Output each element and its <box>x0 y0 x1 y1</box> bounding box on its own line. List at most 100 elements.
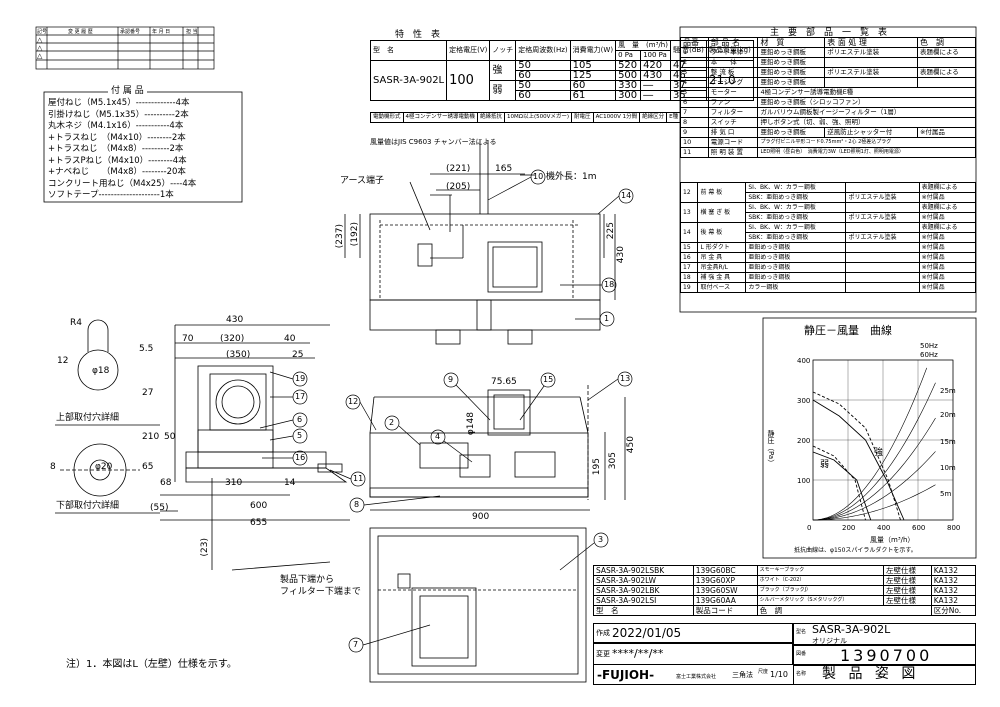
dim-5-5: 5.5 <box>139 344 154 354</box>
variant-class: KA132 <box>930 585 977 596</box>
legend-50hz: 50Hz <box>920 342 938 350</box>
dim-430: 430 <box>226 315 244 325</box>
part-name: 取付ベース <box>697 282 747 293</box>
tb-doc-label: 名称 <box>796 671 807 677</box>
tb-change-date: ****/**/** <box>612 647 664 660</box>
part-color: 表題欄による <box>916 67 977 78</box>
part-color: ※付属品 <box>918 252 977 263</box>
spec-h-power: 消費電力(W) <box>569 40 617 61</box>
part-name: 横 塞 ぎ 板 <box>697 202 747 223</box>
curve-note: 抵抗曲線は、φ150スパイラルダクトを示す。 <box>794 547 917 554</box>
detail-lower <box>55 443 160 514</box>
part-no: 13 <box>679 202 699 223</box>
spec-cell: 420 <box>640 60 671 71</box>
spec-h-0pa: 0 Pa <box>615 50 642 61</box>
spec-title: 特 性 表 <box>395 30 441 40</box>
spec-cell: 330 <box>615 80 642 91</box>
dim-40: 40 <box>284 334 296 344</box>
part-no: 15 <box>679 242 699 253</box>
parts-h1: 部 品 名 <box>707 37 759 48</box>
accessory-item: +トラスねじ （M4x10）--------2本 <box>48 132 186 143</box>
tb-scale-label: 尺度 <box>758 669 769 675</box>
part-no: 1 <box>680 47 709 58</box>
variant-model: SASR-3A-902LSBK <box>593 565 694 576</box>
part-material: SI、BK、W：カラー鋼板 <box>745 182 847 193</box>
dim-237: (237) <box>335 224 345 249</box>
part-material: SBK：亜鉛めっき鋼板 <box>745 212 847 223</box>
balloon-4: 4 <box>435 432 441 441</box>
earth-terminal-label: アース端子 <box>340 176 385 186</box>
duct-15m: 15m <box>940 438 956 446</box>
part-finish: ポリエステル塗装 <box>845 192 920 203</box>
part-finish: ポリエステル塗装 <box>824 47 918 58</box>
balloon-1: 1 <box>604 314 610 323</box>
dim-12: 12 <box>57 356 69 366</box>
tb-model-cell <box>793 623 976 645</box>
spec-h-notch: ノッチ <box>489 40 517 61</box>
part-name: 本 体 <box>707 57 759 68</box>
dim-phi18: φ18 <box>92 366 110 376</box>
top-view <box>344 140 616 345</box>
part-color: ※付属品 <box>916 127 977 138</box>
part-material: 亜鉛めっき鋼板 <box>745 242 847 253</box>
tb-number-label: 図番 <box>796 651 807 657</box>
tb-doc-cell <box>793 665 976 685</box>
variant-spec: 左壁仕様 <box>883 585 932 596</box>
accessory-item: 屋付ねじ（M5.1x45）-------------4本 <box>48 98 190 108</box>
spec-notch-strong: 強 <box>489 60 517 81</box>
dim-27: 27 <box>142 388 154 398</box>
tb-number: 1390700 <box>840 646 933 665</box>
legend-60hz: 60Hz <box>920 351 938 359</box>
part-color: ※付属品 <box>918 282 977 293</box>
part-material: 亜鉛めっき鋼板 <box>757 77 826 88</box>
dim-75-65: 75.65 <box>491 377 517 387</box>
dim-210: 210 <box>142 432 160 442</box>
upper-detail-title: 上部取付穴詳細 <box>56 413 120 423</box>
dim-305: 305 <box>608 452 618 470</box>
part-no: 18 <box>679 272 699 283</box>
variant-class: KA132 <box>930 575 977 586</box>
variant-code: 139G60SW <box>692 585 758 596</box>
part-material: 亜鉛めっき鋼板 <box>757 67 826 78</box>
detail-upper <box>55 319 160 426</box>
accessories-title: 付 属 品 <box>108 86 147 96</box>
spec-motor-table: 電動機形式 4極コンデンサー誘導電動機 絶縁抵抗 10MΩ以上(500Vメガー)… <box>370 112 682 123</box>
accessory-item: +ナベねじ （M4x8）--------20本 <box>48 167 186 177</box>
spec-notch-weak: 弱 <box>489 80 517 101</box>
spec-model: SASR-3A-902L <box>369 60 448 101</box>
tb-made-cell <box>593 623 793 643</box>
cord-length-label: 機外長：1m <box>546 172 597 182</box>
spec-cell: 60 <box>515 90 571 101</box>
part-finish <box>824 77 918 88</box>
revision-table: 記号 変 更 履 歴 承認番号 年 月 日 担 当 △ △ △ <box>35 26 215 70</box>
dim-phi148: φ148 <box>466 412 476 436</box>
variant-h-model: 型 名 <box>593 605 694 616</box>
tb-number-cell <box>793 645 976 665</box>
balloon-5: 5 <box>297 431 303 440</box>
part-finish: ポリエステル塗装 <box>845 232 920 243</box>
variant-color: スモーキーブラック <box>756 565 885 576</box>
curve-label-weak: 弱 <box>820 460 830 470</box>
part-finish <box>845 262 920 273</box>
rev-mark: △ <box>37 52 43 60</box>
tb-change-label: 変更 <box>596 650 610 658</box>
tb-change-cell <box>593 643 793 665</box>
part-name: 吊 金 具 <box>697 252 747 263</box>
dim-450: 450 <box>626 436 636 454</box>
dim-655: 655 <box>250 518 268 528</box>
spec-cell: 60 <box>569 80 617 91</box>
part-material: SI、BK、W：カラー鋼板 <box>745 202 847 213</box>
part-color: 表題欄による <box>918 202 977 213</box>
front-view <box>369 385 626 511</box>
part-finish <box>845 222 920 233</box>
tb-made-label: 作成 <box>596 629 610 637</box>
part-no: 4 <box>680 77 709 88</box>
y-tick-label: 100 <box>797 477 810 485</box>
dim-310: 310 <box>225 478 243 488</box>
part-name: 補 強 金 具 <box>697 272 747 283</box>
part-material: 亜鉛めっき鋼板（シロッコファン） <box>757 97 976 108</box>
spec-b3: 10MΩ以上(500Vメガー) <box>504 112 573 123</box>
